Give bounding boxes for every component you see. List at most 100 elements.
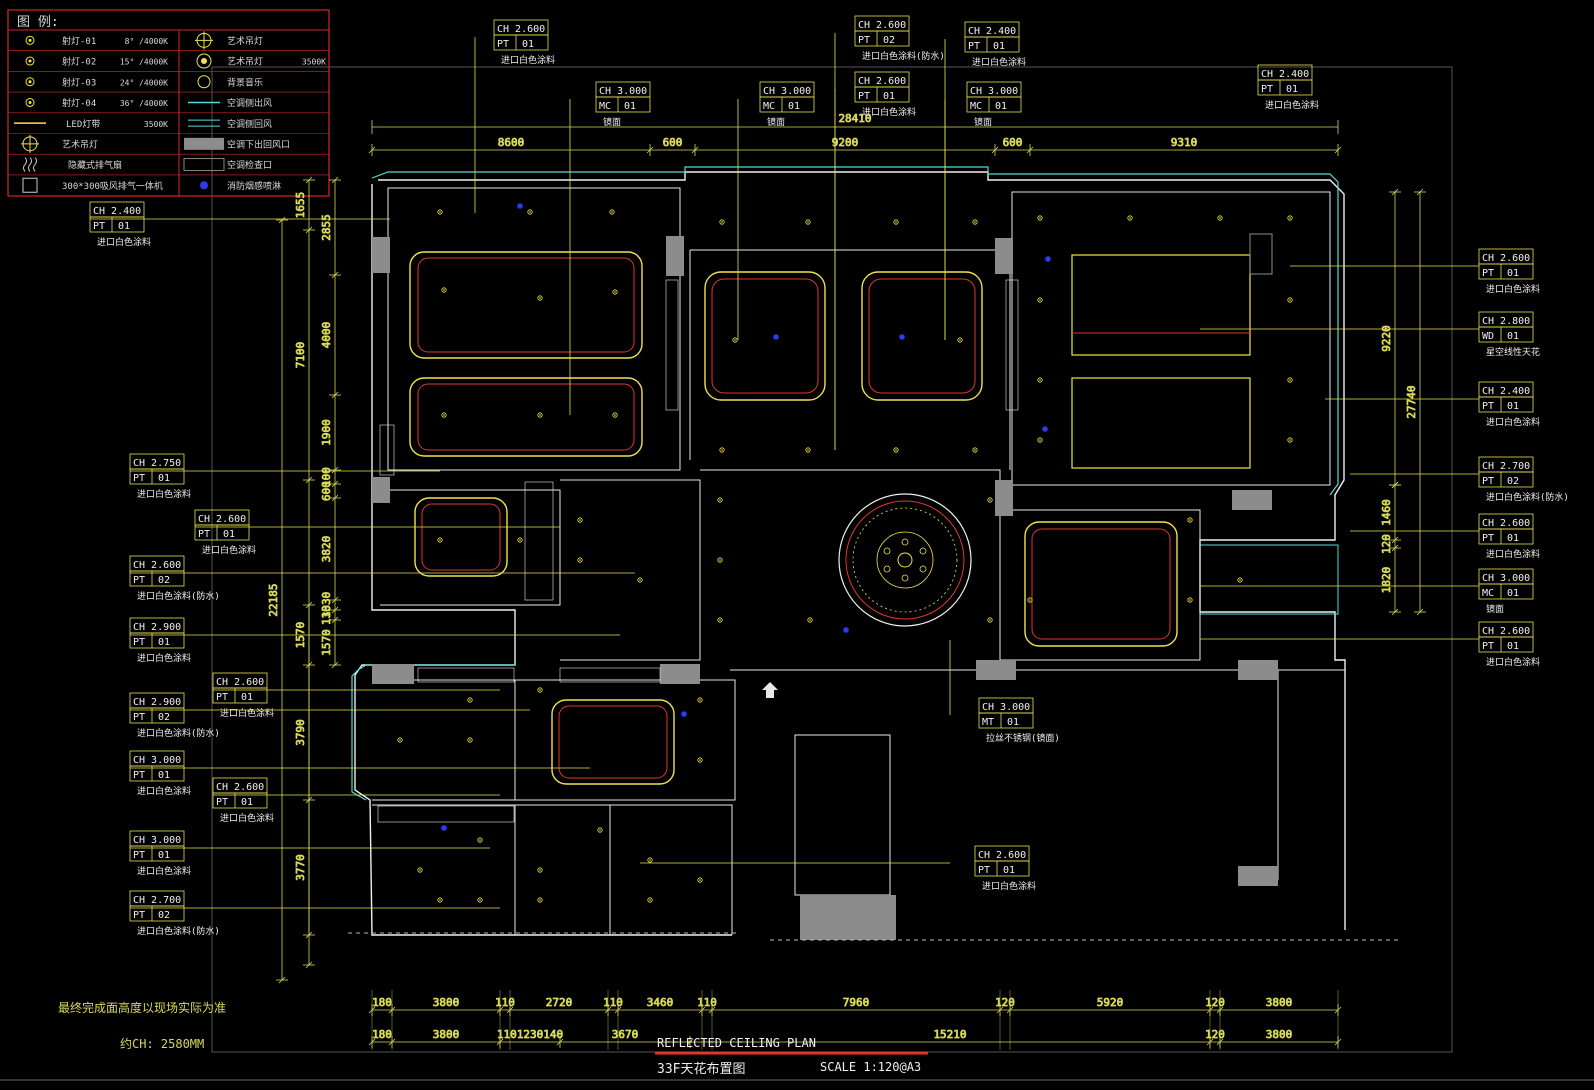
art-lamp-icon xyxy=(196,53,212,69)
legend-item-label: 消防烟感喷淋 xyxy=(227,180,281,192)
downlight-icon xyxy=(467,697,473,703)
legend-item-label: 空调侧出风 xyxy=(227,97,272,109)
tag-material-note: 镜面 xyxy=(603,116,621,128)
downlight-core xyxy=(539,297,541,299)
dimension-label: 4000 xyxy=(320,322,333,349)
downlight-core xyxy=(1239,579,1241,581)
tag-material-box xyxy=(129,632,185,649)
downlight-core xyxy=(611,211,613,213)
dimension-label: 7100 xyxy=(294,342,307,369)
ac-access-icon xyxy=(183,158,225,172)
downlight-layer xyxy=(397,203,1293,903)
tag-ceiling-height: CH 3.000 xyxy=(133,835,181,846)
tag-material-number: 01 xyxy=(993,41,1005,52)
tag-ceiling-height: CH 2.600 xyxy=(858,20,906,31)
tag-material-code: MC xyxy=(763,101,775,112)
downlight-core xyxy=(807,449,809,451)
tag-material-number: 01 xyxy=(1507,533,1519,544)
dimension-label: 5920 xyxy=(1097,996,1124,1009)
dimension-label: 120 xyxy=(995,996,1015,1009)
downlight-icon xyxy=(1287,377,1293,383)
downlight-core xyxy=(469,699,471,701)
tag-material-number: 01 xyxy=(223,529,235,540)
tag-material-number: 02 xyxy=(158,575,170,586)
tag-material-box xyxy=(129,707,185,724)
dimension-label: 3800 xyxy=(433,1028,460,1041)
tag-material-code: MT xyxy=(982,717,994,728)
tag-material-code: PT xyxy=(198,529,210,540)
downlight-icon xyxy=(1187,517,1193,523)
downlight-icon xyxy=(417,867,423,873)
smoke-sprinkler-icon xyxy=(681,711,687,717)
tag-material-code: PT xyxy=(133,473,145,484)
downlight-core xyxy=(807,221,809,223)
tag-material-code: PT xyxy=(133,575,145,586)
dim-slash xyxy=(331,616,339,624)
tag-material-box xyxy=(1478,583,1534,600)
tag-material-box xyxy=(1478,636,1534,653)
dimension-label: 7960 xyxy=(843,996,870,1009)
dim-slash xyxy=(331,391,339,399)
legend-item-label: 空调检查口 xyxy=(227,159,272,171)
tag-material-box xyxy=(978,712,1034,729)
tag-material-number: 01 xyxy=(241,692,253,703)
tag-ceiling-height: CH 2.900 xyxy=(133,697,181,708)
downlight-core xyxy=(721,449,723,451)
tag-material-box xyxy=(595,96,651,113)
dim-slash xyxy=(331,494,339,502)
tag-material-note: 镜面 xyxy=(767,116,785,128)
tag-material-box xyxy=(1478,396,1534,413)
downlight-core xyxy=(614,291,616,293)
legend-title: 图 例: xyxy=(17,15,59,30)
tag-material-note: 进口白色涂料 xyxy=(972,56,1026,68)
entry-arrow-icon xyxy=(762,682,778,698)
dim-slash xyxy=(1026,146,1034,154)
tag-ceiling-height: CH 2.600 xyxy=(858,76,906,87)
tag-ceiling-height: CH 2.600 xyxy=(133,560,181,571)
dim-slash xyxy=(1391,536,1399,544)
smoke-sprinkler-icon xyxy=(517,203,523,209)
downlight-icon xyxy=(719,447,725,453)
downlight-core xyxy=(1129,217,1131,219)
legend-item-label: 射灯-01 xyxy=(62,35,96,47)
tag-material-number: 01 xyxy=(522,39,534,50)
exterior-wall xyxy=(378,171,1346,930)
downlight-core xyxy=(699,879,701,881)
dimension-label: 8600 xyxy=(498,136,525,149)
dimension-label: 110 xyxy=(495,996,515,1009)
downlight-icon xyxy=(697,757,703,763)
dim-slash xyxy=(305,961,313,969)
legend-item-label: 空调侧回风 xyxy=(227,118,272,130)
dimension-label: 120 xyxy=(1380,534,1393,554)
downlight-icon xyxy=(719,219,725,225)
legend-item-label: 隐藏式排气扇 xyxy=(68,159,122,171)
tag-material-code: PT xyxy=(133,770,145,781)
dimension-label: 3460 xyxy=(647,996,674,1009)
tag-material-code: PT xyxy=(1482,401,1494,412)
spot-core xyxy=(28,100,32,104)
downlight-icon xyxy=(577,517,583,523)
dimension-label: 9200 xyxy=(832,136,859,149)
tag-ceiling-height: CH 3.000 xyxy=(1482,573,1530,584)
downlight-icon xyxy=(807,617,813,623)
dim-slash xyxy=(331,606,339,614)
dimension-label: 3800 xyxy=(1266,1028,1293,1041)
downlight-icon xyxy=(441,287,447,293)
tag-material-box xyxy=(194,524,250,541)
downlight-core xyxy=(1039,299,1041,301)
downlight-icon xyxy=(537,867,543,873)
tag-material-box xyxy=(974,860,1030,877)
downlight-icon xyxy=(609,209,615,215)
tag-material-number: 01 xyxy=(1007,717,1019,728)
downlight-core xyxy=(1039,379,1041,381)
smoke-sprinkler-icon xyxy=(1045,256,1051,262)
dim-slash xyxy=(646,146,654,154)
tag-material-box xyxy=(759,96,815,113)
dim-slash xyxy=(1391,188,1399,196)
